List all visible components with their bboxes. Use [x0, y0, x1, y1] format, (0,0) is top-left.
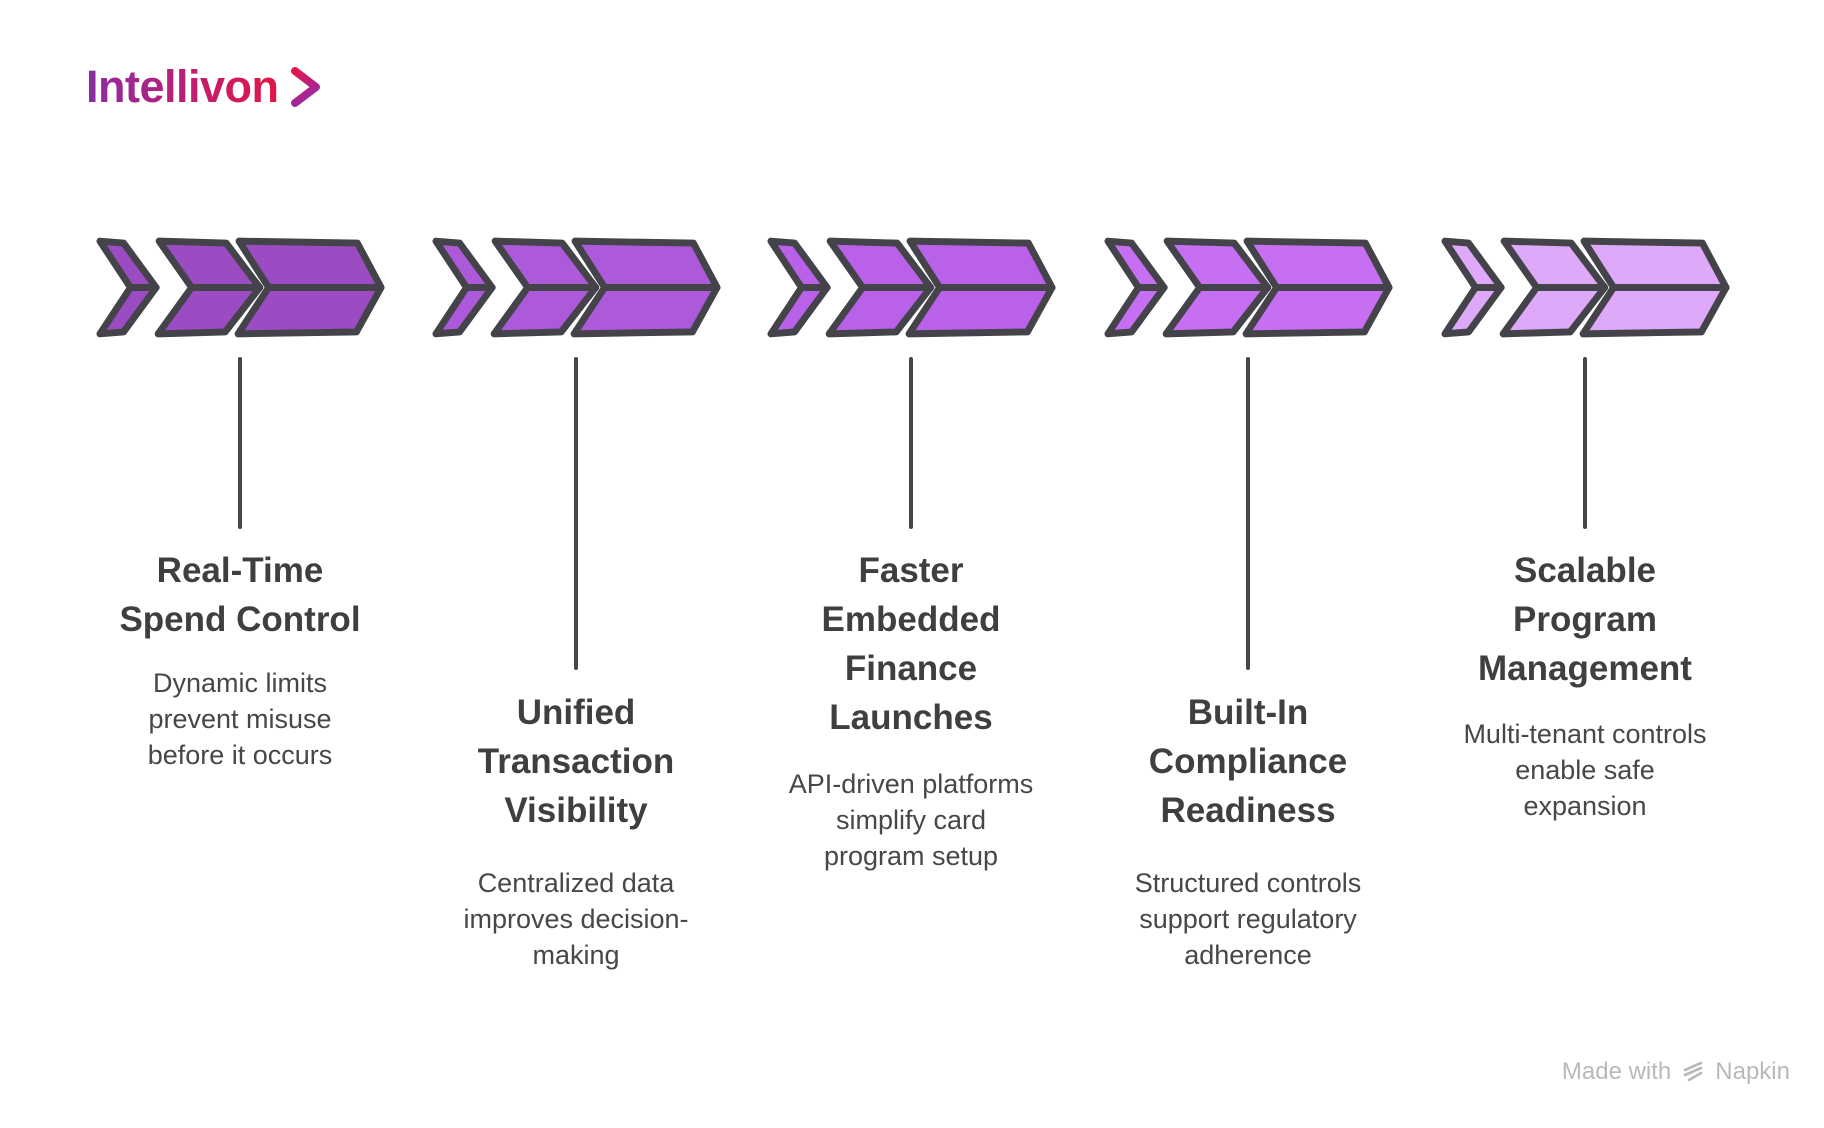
chevron-arrows-icon — [1441, 237, 1730, 338]
chevron-arrows-icon — [767, 237, 1056, 338]
step-title: Scalable Program Management — [1478, 551, 1692, 688]
step-title: Built-In Compliance Readiness — [1148, 693, 1348, 830]
connector-line — [1583, 357, 1587, 529]
step-description: Structured controls support regulatory a… — [1134, 868, 1362, 970]
step-group-unified-transaction-visibility: Unified Transaction Visibility Centraliz… — [430, 237, 722, 1097]
brand-logo: Intellivon — [86, 64, 321, 109]
connector-line — [574, 357, 578, 670]
credit-label: Made with — [1561, 1058, 1672, 1085]
step-description: Centralized data improves decision- maki… — [463, 868, 689, 970]
napkin-logo-icon — [1683, 1061, 1703, 1082]
step-description: Dynamic limits prevent misuse before it … — [147, 668, 333, 770]
chevron-arrows-icon — [432, 237, 721, 338]
step-group-faster-embedded-finance-launches: Faster Embedded Finance Launches API-dri… — [765, 237, 1057, 1097]
step-description: Multi-tenant controls enable safe expans… — [1463, 719, 1707, 821]
step-title: Faster Embedded Finance Launches — [821, 551, 1001, 737]
brand-chevron-icon — [290, 66, 320, 107]
step-title: Real-Time Spend Control — [119, 551, 361, 639]
step-description: API-driven platforms simplify card progr… — [788, 769, 1034, 871]
step-group-scalable-program-management: Scalable Program Management Multi-tenant… — [1439, 237, 1731, 1097]
connector-line — [1246, 357, 1250, 670]
credit-brand: Napkin — [1715, 1058, 1790, 1085]
connector-line — [909, 357, 913, 529]
brand-logo-text: Intellivon — [86, 61, 279, 112]
chevron-arrows-icon — [1104, 237, 1393, 338]
connector-line — [238, 357, 242, 529]
chevron-arrows-icon — [96, 237, 385, 338]
step-group-built-in-compliance-readiness: Built-In Compliance Readiness Structured… — [1102, 237, 1394, 1097]
step-title: Unified Transaction Visibility — [477, 693, 675, 830]
made-with-napkin-credit: Made with Napkin — [1562, 1058, 1790, 1086]
step-group-real-time-spend-control: Real-Time Spend Control Dynamic limits p… — [94, 237, 386, 1097]
